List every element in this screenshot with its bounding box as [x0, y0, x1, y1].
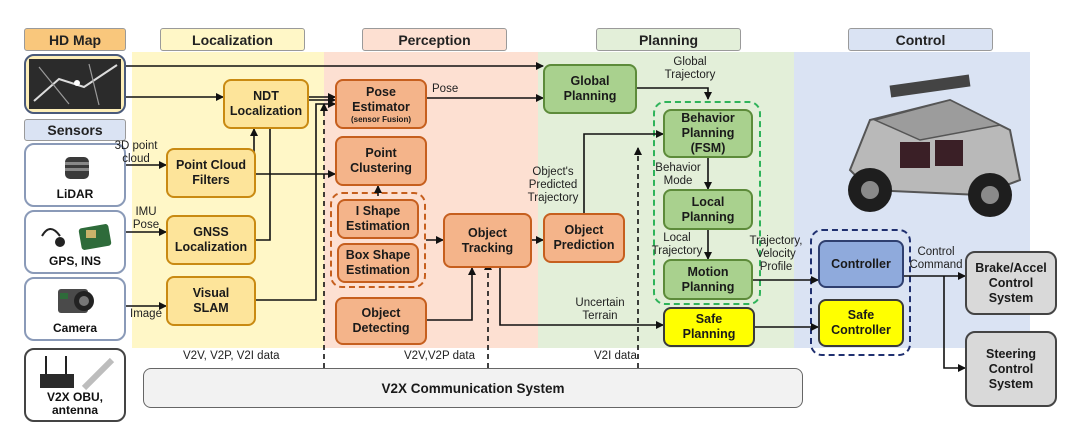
hd-map-image [24, 54, 126, 114]
point-clustering-block: Point Clustering [335, 136, 427, 186]
pose-estimator-title: Pose Estimator [352, 84, 410, 114]
label-trajectory-velocity-profile: Trajectory, Velocity Profile [749, 235, 803, 273]
ndt-localization-block: NDT Localization [223, 79, 309, 129]
antenna-icon [40, 356, 115, 391]
v2x-communication-system: V2X Communication System [143, 368, 803, 408]
global-planning-block: Global Planning [543, 64, 637, 114]
gps-ins-label: GPS, INS [48, 254, 101, 268]
camera-sensor: Camera [24, 277, 126, 341]
camera-icon [58, 289, 94, 313]
vehicle-image [848, 74, 1022, 217]
safe-controller-block: Safe Controller [818, 299, 904, 347]
label-behavior-mode: Behavior Mode [655, 162, 701, 187]
steering-control-block: Steering Control System [965, 331, 1057, 407]
pose-estimator-block: Pose Estimator (sensor Fusion) [335, 79, 427, 129]
box-shape-estimation-block: Box Shape Estimation [337, 243, 419, 283]
object-detecting-block: Object Detecting [335, 297, 427, 345]
gps-icon [41, 224, 112, 250]
label-local-trajectory: Local Trajectory [651, 232, 703, 257]
v2x-obu-label: V2X OBU, antenna [46, 390, 103, 417]
sensors-header: Sensors [24, 119, 126, 141]
label-object-predicted-trajectory: Object's Predicted Trajectory [527, 166, 579, 204]
object-tracking-block: Object Tracking [443, 213, 532, 268]
label-global-trajectory: Global Trajectory [664, 56, 716, 81]
label-v2v-v2p-v2i: V2V, V2P, V2I data [183, 350, 280, 362]
label-imu-pose: IMU Pose [132, 206, 160, 231]
v2x-obu-sensor: V2X OBU, antenna [24, 348, 126, 422]
pose-estimator-subtitle: (sensor Fusion) [350, 114, 411, 124]
perception-header: Perception [362, 28, 507, 51]
label-3d-point-cloud: 3D point cloud [114, 140, 158, 165]
map-icon [29, 59, 121, 109]
lidar-icon [65, 157, 89, 179]
behavior-local-motion-group [653, 101, 761, 305]
behavior-planning-block: Behavior Planning (FSM) [663, 109, 753, 158]
object-prediction-block: Object Prediction [543, 213, 625, 263]
controller-group [810, 229, 911, 356]
i-shape-estimation-block: I Shape Estimation [337, 199, 419, 239]
lidar-sensor: LiDAR [24, 143, 126, 207]
control-header: Control [848, 28, 993, 51]
brake-accel-block: Brake/Accel Control System [965, 251, 1057, 315]
gps-ins-sensor: GPS, INS [24, 210, 126, 274]
controller-block: Controller [818, 240, 904, 288]
label-v2v-v2p: V2V,V2P data [404, 350, 475, 362]
local-planning-block: Local Planning [663, 189, 753, 230]
label-control-command: Control Command [909, 246, 963, 271]
hd-map-header: HD Map [24, 28, 126, 51]
safe-planning-block: Safe Planning [663, 307, 755, 347]
visual-slam-block: Visual SLAM [166, 276, 256, 326]
label-pose: Pose [432, 83, 459, 95]
localization-header: Localization [160, 28, 305, 51]
point-cloud-filters-block: Point Cloud Filters [166, 148, 256, 198]
lidar-label: LiDAR [56, 187, 94, 201]
gnss-localization-block: GNSS Localization [166, 215, 256, 265]
label-uncertain-terrain: Uncertain Terrain [575, 297, 625, 322]
label-v2i: V2I data [594, 350, 637, 362]
label-image: Image [130, 308, 162, 320]
planning-header: Planning [596, 28, 741, 51]
motion-planning-block: Motion Planning [663, 259, 753, 300]
camera-label: Camera [52, 321, 98, 335]
